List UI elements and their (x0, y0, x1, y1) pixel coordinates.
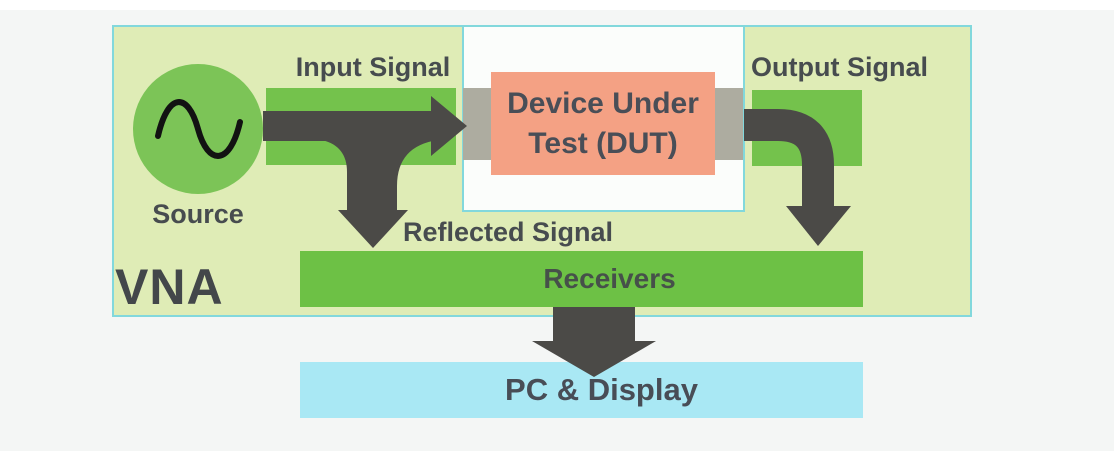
output-signal-bar (752, 90, 862, 166)
source-circle (133, 64, 263, 194)
dut-label-line1: Device Under (507, 86, 699, 120)
input-signal-bar (266, 88, 456, 165)
vna-label: VNA (115, 259, 224, 315)
pc-display-label: PC & Display (505, 372, 698, 407)
top-white-strip (0, 0, 1114, 10)
output-signal-label: Output Signal (751, 52, 928, 82)
dut-box: Device Under Test (DUT) (491, 72, 715, 175)
pc-display-box: PC & Display (300, 362, 863, 418)
reflected-signal-label: Reflected Signal (403, 217, 614, 247)
receivers-label: Receivers (543, 263, 676, 294)
receivers-bar: Receivers (300, 251, 863, 307)
dut-label-line2: Test (DUT) (528, 126, 678, 160)
source-label: Source (152, 199, 244, 229)
input-signal-label: Input Signal (295, 52, 451, 82)
